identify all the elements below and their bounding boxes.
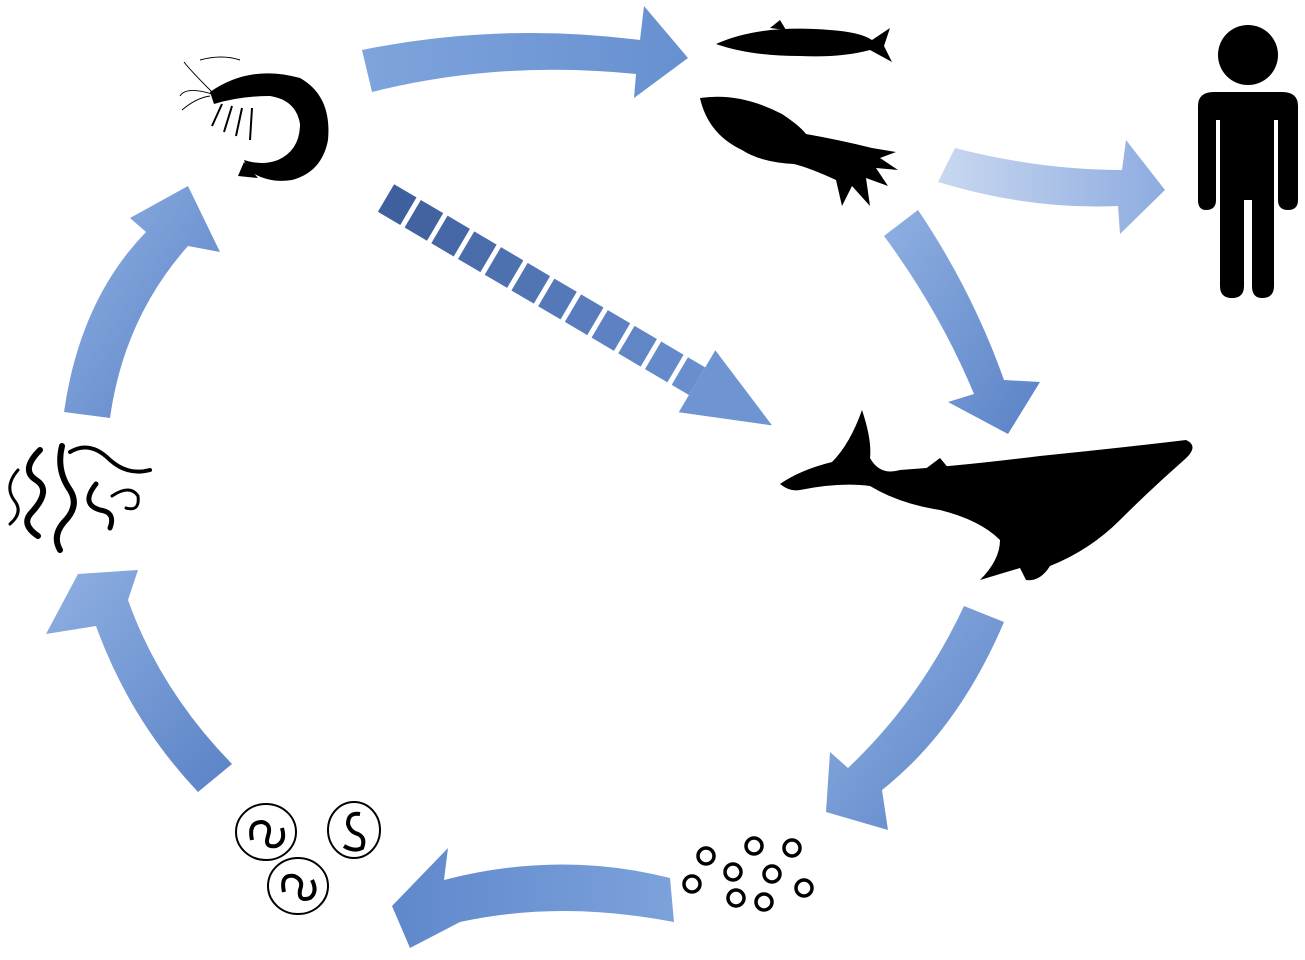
- shrimp-icon: [180, 57, 328, 181]
- arrow-embryonated-to-larvae: [46, 570, 232, 792]
- fish-icon: [716, 20, 892, 62]
- larvae-in-eggs-icon: [236, 802, 380, 914]
- arrow-paratenic-to-human: [938, 140, 1165, 234]
- arrow-crustacean-to-paratenic: [362, 6, 688, 98]
- whale-icon: [780, 410, 1193, 580]
- human-icon: [1198, 25, 1298, 298]
- arrow-crustacean-to-whale-dashed: [368, 167, 791, 456]
- arrow-whale-to-eggs: [826, 606, 1004, 830]
- eggs-icon: [684, 838, 812, 910]
- free-larvae-icon: [10, 446, 150, 550]
- squid-icon: [700, 97, 898, 206]
- arrow-paratenic-to-whale: [884, 210, 1040, 434]
- arrow-eggs-to-embryonated: [392, 848, 674, 948]
- arrow-larvae-to-crustacean: [64, 186, 220, 418]
